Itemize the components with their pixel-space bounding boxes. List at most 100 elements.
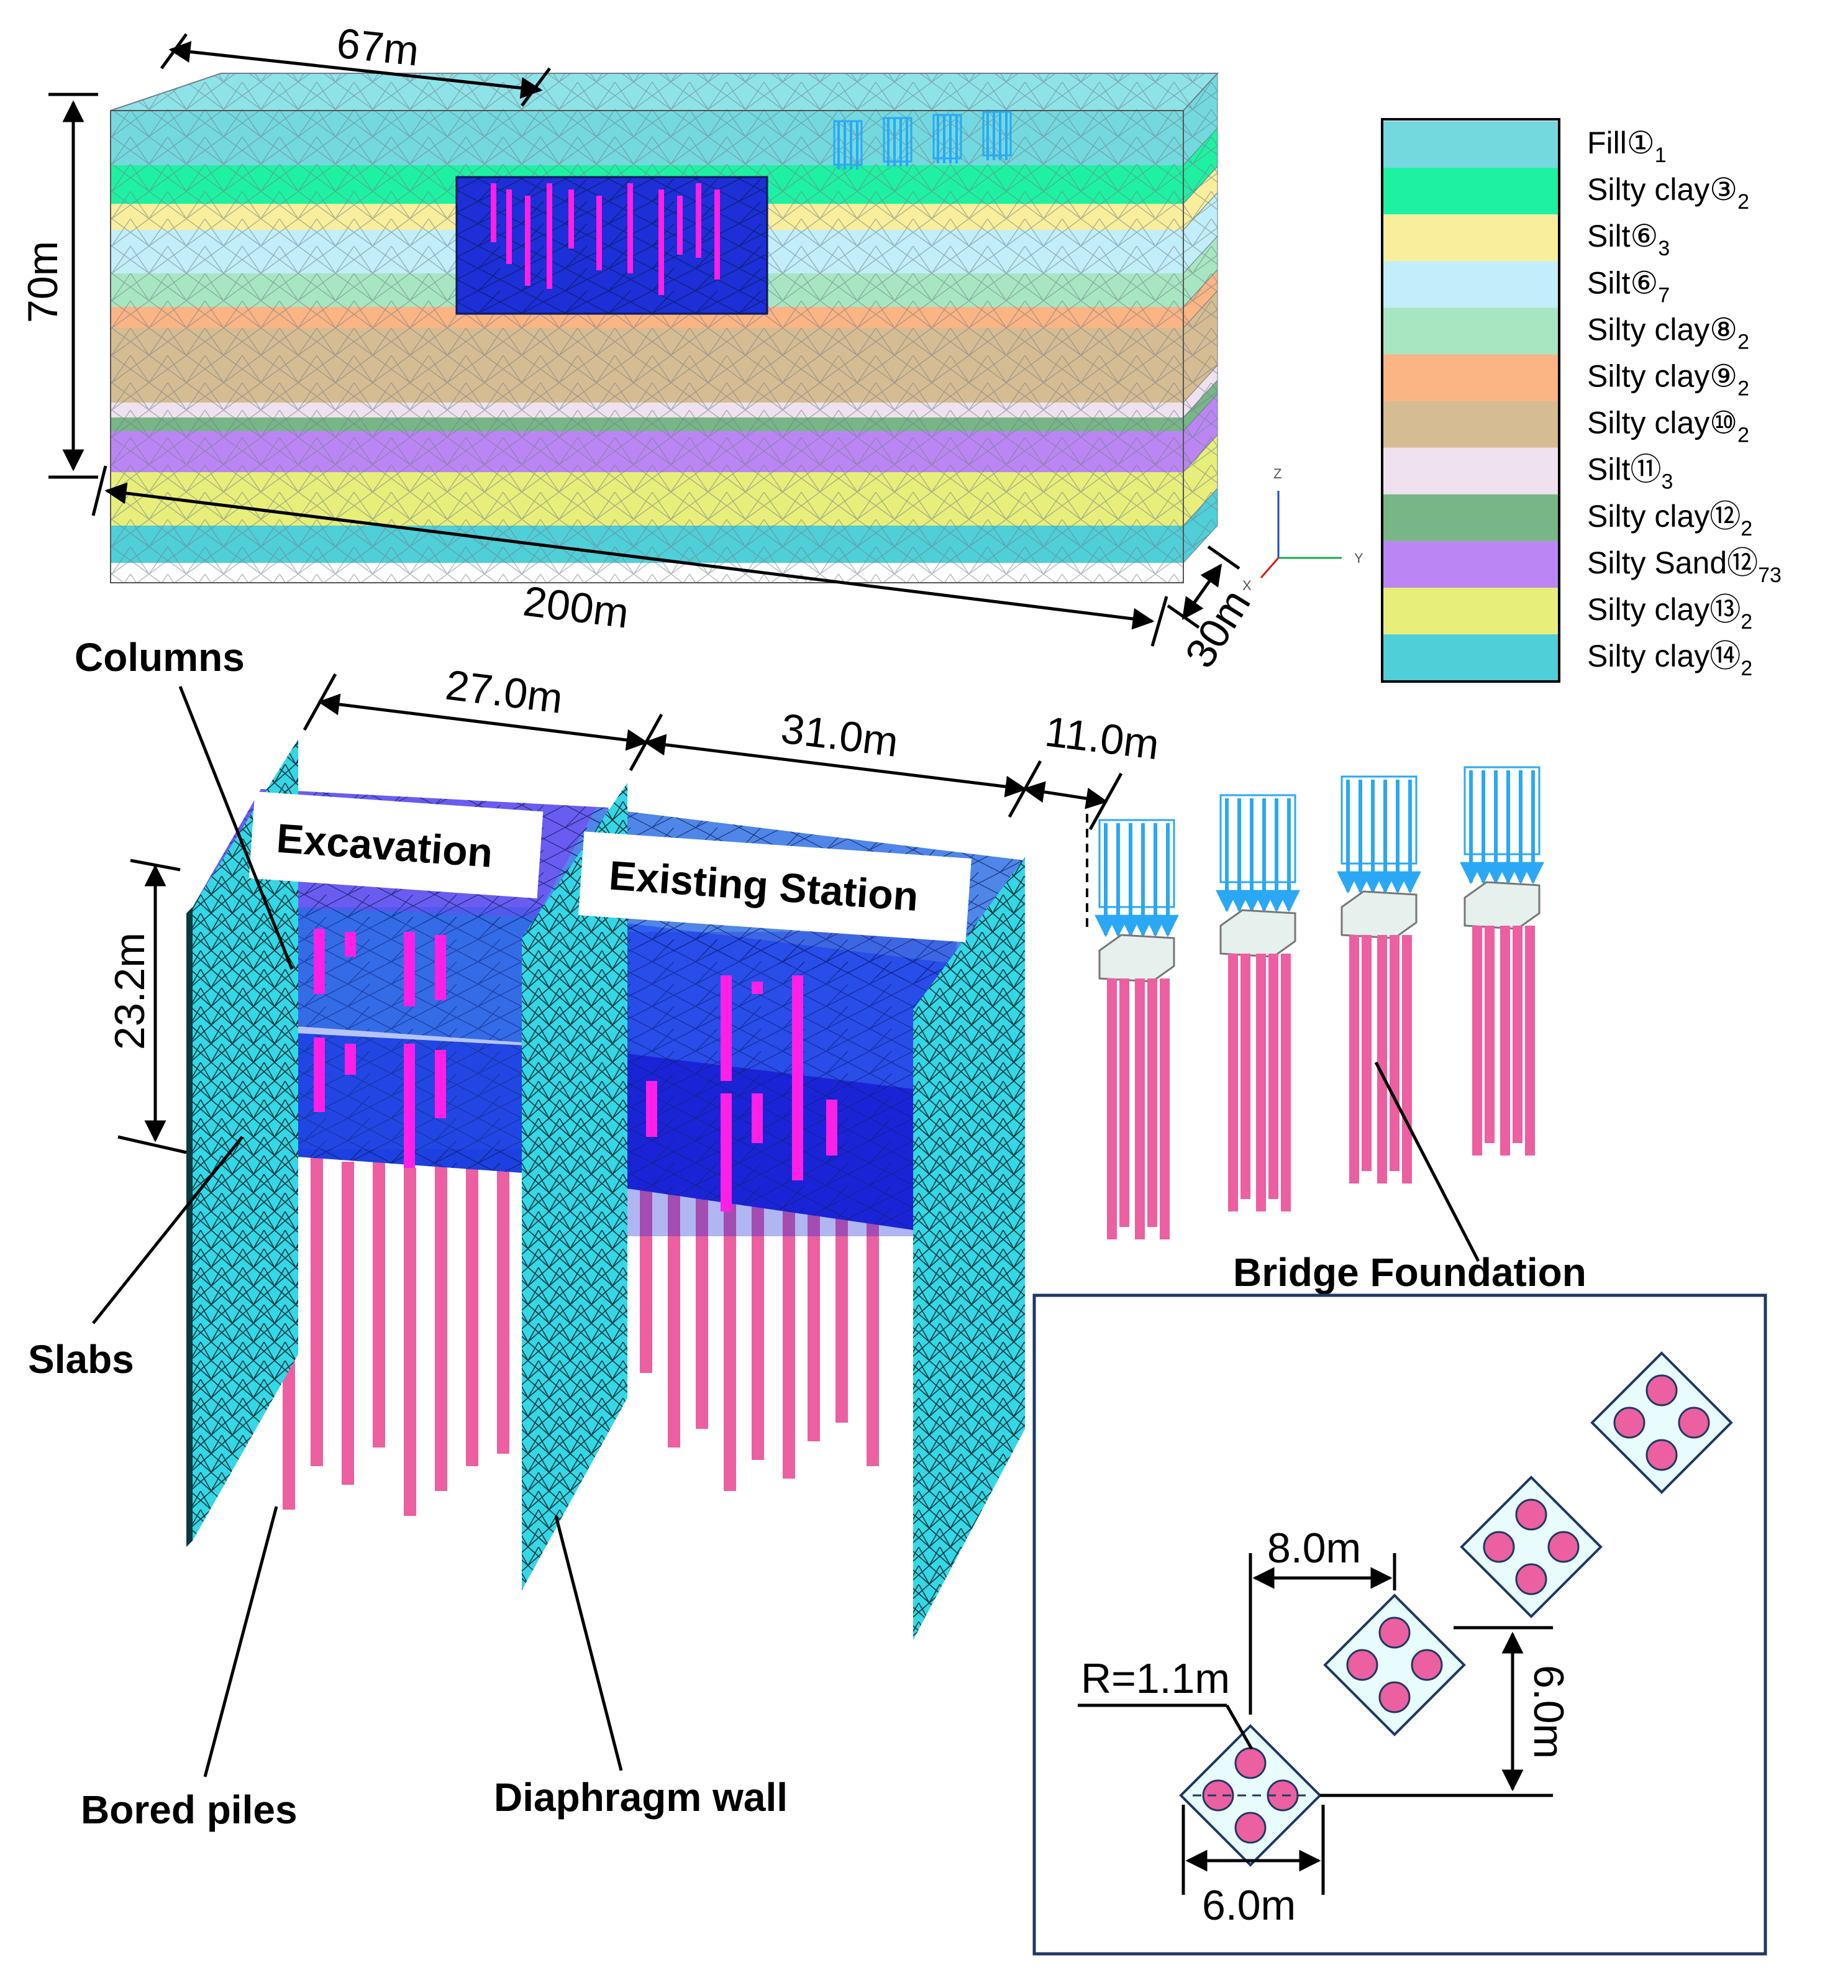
station-column (752, 982, 763, 994)
mini-column (491, 183, 496, 242)
foundation-pile (1228, 954, 1238, 1211)
legend-label: Silty clay⑧2 (1587, 312, 1749, 353)
legend-swatch (1382, 401, 1559, 448)
foundation-pile (1402, 935, 1412, 1183)
foundation-pile (1362, 935, 1372, 1171)
bored-pile (497, 1168, 509, 1454)
dim-200m-label: 200m (521, 577, 631, 637)
plan-dim-8m: 8.0m (1249, 1525, 1396, 1715)
plan-pile-cap (1590, 1351, 1733, 1494)
plan-pile-cap (1460, 1475, 1603, 1618)
mini-column (506, 189, 512, 264)
plan-pile (1202, 1779, 1234, 1812)
station-column (314, 929, 325, 994)
dim-11m-label: 11.0m (1042, 708, 1162, 768)
legend-swatch (1382, 494, 1559, 541)
bored-pile (404, 1168, 416, 1516)
soil-side-face (1183, 72, 1218, 564)
legend-label: Silty clay⑭2 (1587, 639, 1752, 680)
legend-swatches (1382, 121, 1559, 682)
plan-pile (1515, 1563, 1547, 1595)
legend-swatch (1382, 168, 1559, 215)
excavation-window-columns (491, 183, 720, 295)
legend-label: Silty Sand⑫73 (1587, 545, 1782, 587)
legend-swatch (1382, 308, 1559, 355)
plan-cap-outline (1590, 1351, 1733, 1494)
station-column (752, 1093, 763, 1143)
load-frame (1219, 794, 1296, 883)
dim-station-top: 27.0m 31.0m 11.0m (303, 661, 1162, 831)
plan-pile (1411, 1649, 1443, 1681)
dim-30m-label: 30m (1176, 581, 1260, 675)
plan-dim-6m-vertical: 6.0m (1320, 1626, 1572, 1797)
foundation-pile (1390, 935, 1400, 1171)
foundation-pile (1485, 926, 1495, 1143)
bridge-foundation-label: Bridge Foundation (1233, 1250, 1586, 1295)
station-column (314, 1037, 325, 1112)
plan-dim-6m-cap: 6.0m (1181, 1805, 1325, 1929)
station-column (646, 1081, 657, 1137)
mini-load-frame (883, 117, 913, 163)
foundation-pile (1268, 954, 1278, 1199)
axis-triad: Z Y X (1242, 466, 1363, 593)
bored-pile (724, 1187, 736, 1491)
station-column (345, 1044, 356, 1075)
slabs-label: Slabs (28, 1337, 134, 1382)
callout-bored-piles: Bored piles (81, 1506, 298, 1832)
foundation-pile (1281, 954, 1291, 1211)
pile-cap (1219, 909, 1296, 958)
foundation-pile (1349, 935, 1359, 1183)
bridge-foundation (1460, 766, 1544, 1156)
dim-27m-label: 27.0m (443, 661, 565, 722)
callout-slabs: Slabs (28, 1136, 244, 1382)
legend-label: Silty clay⑩2 (1587, 406, 1749, 447)
diaphragm-wall-middle (522, 783, 627, 1590)
pile-cap (1340, 890, 1418, 939)
foundation-pile (1147, 978, 1157, 1227)
foundation-pile (1256, 954, 1266, 1211)
foundation-pile (1160, 978, 1170, 1239)
plan-pile (1483, 1531, 1515, 1563)
plan-cap-outline (1323, 1594, 1466, 1736)
bridge-foundation (1337, 775, 1421, 1183)
callout-columns: Columns (75, 635, 294, 970)
plan-pile-cap (1323, 1594, 1466, 1736)
station-model: Excavation Existing Station 27.0m 31.0m … (28, 635, 1162, 1832)
legend-label: Silty clay⑨2 (1587, 359, 1749, 401)
mini-column (568, 189, 574, 248)
axis-x-label: X (1242, 578, 1252, 593)
axis-z-label: Z (1273, 466, 1281, 481)
foundation-pile (1119, 978, 1129, 1227)
legend-swatch (1382, 588, 1559, 635)
bored-pile (342, 1162, 354, 1485)
mini-load-frame (833, 120, 863, 166)
bored-piles-label: Bored piles (81, 1787, 298, 1832)
label-excavation: Excavation (248, 791, 544, 899)
plan-dim-8m-label: 8.0m (1267, 1525, 1361, 1572)
station-column (435, 1050, 446, 1118)
bored-pile (466, 1168, 478, 1466)
plan-pile (1378, 1616, 1411, 1649)
bored-piles-group (283, 1137, 879, 1516)
station-column (792, 975, 803, 1093)
foundation-pile (1240, 954, 1250, 1199)
foundation-pile (1513, 926, 1523, 1143)
station-column (435, 935, 446, 1000)
mini-load-frame (932, 114, 962, 160)
legend-label: Silty clay③2 (1587, 172, 1749, 214)
diaphragm-wall-label: Diaphragm wall (494, 1775, 788, 1820)
plan-pile (1613, 1407, 1645, 1439)
dim-70m: 70m (19, 93, 98, 479)
legend-swatch (1382, 634, 1559, 682)
plan-pile (1645, 1374, 1678, 1407)
dim-70m-label: 70m (19, 241, 66, 323)
plan-inset: 8.0m 6.0m 6.0m R=1.1m (1032, 1293, 1767, 1956)
legend-swatch (1382, 214, 1559, 262)
plan-pile-caps (1179, 1351, 1733, 1867)
plan-radius-label: R=1.1m (1081, 1655, 1230, 1702)
station-column (721, 975, 732, 1081)
dim-23m: 23.2m (106, 859, 187, 1154)
bored-pile (668, 1187, 680, 1448)
